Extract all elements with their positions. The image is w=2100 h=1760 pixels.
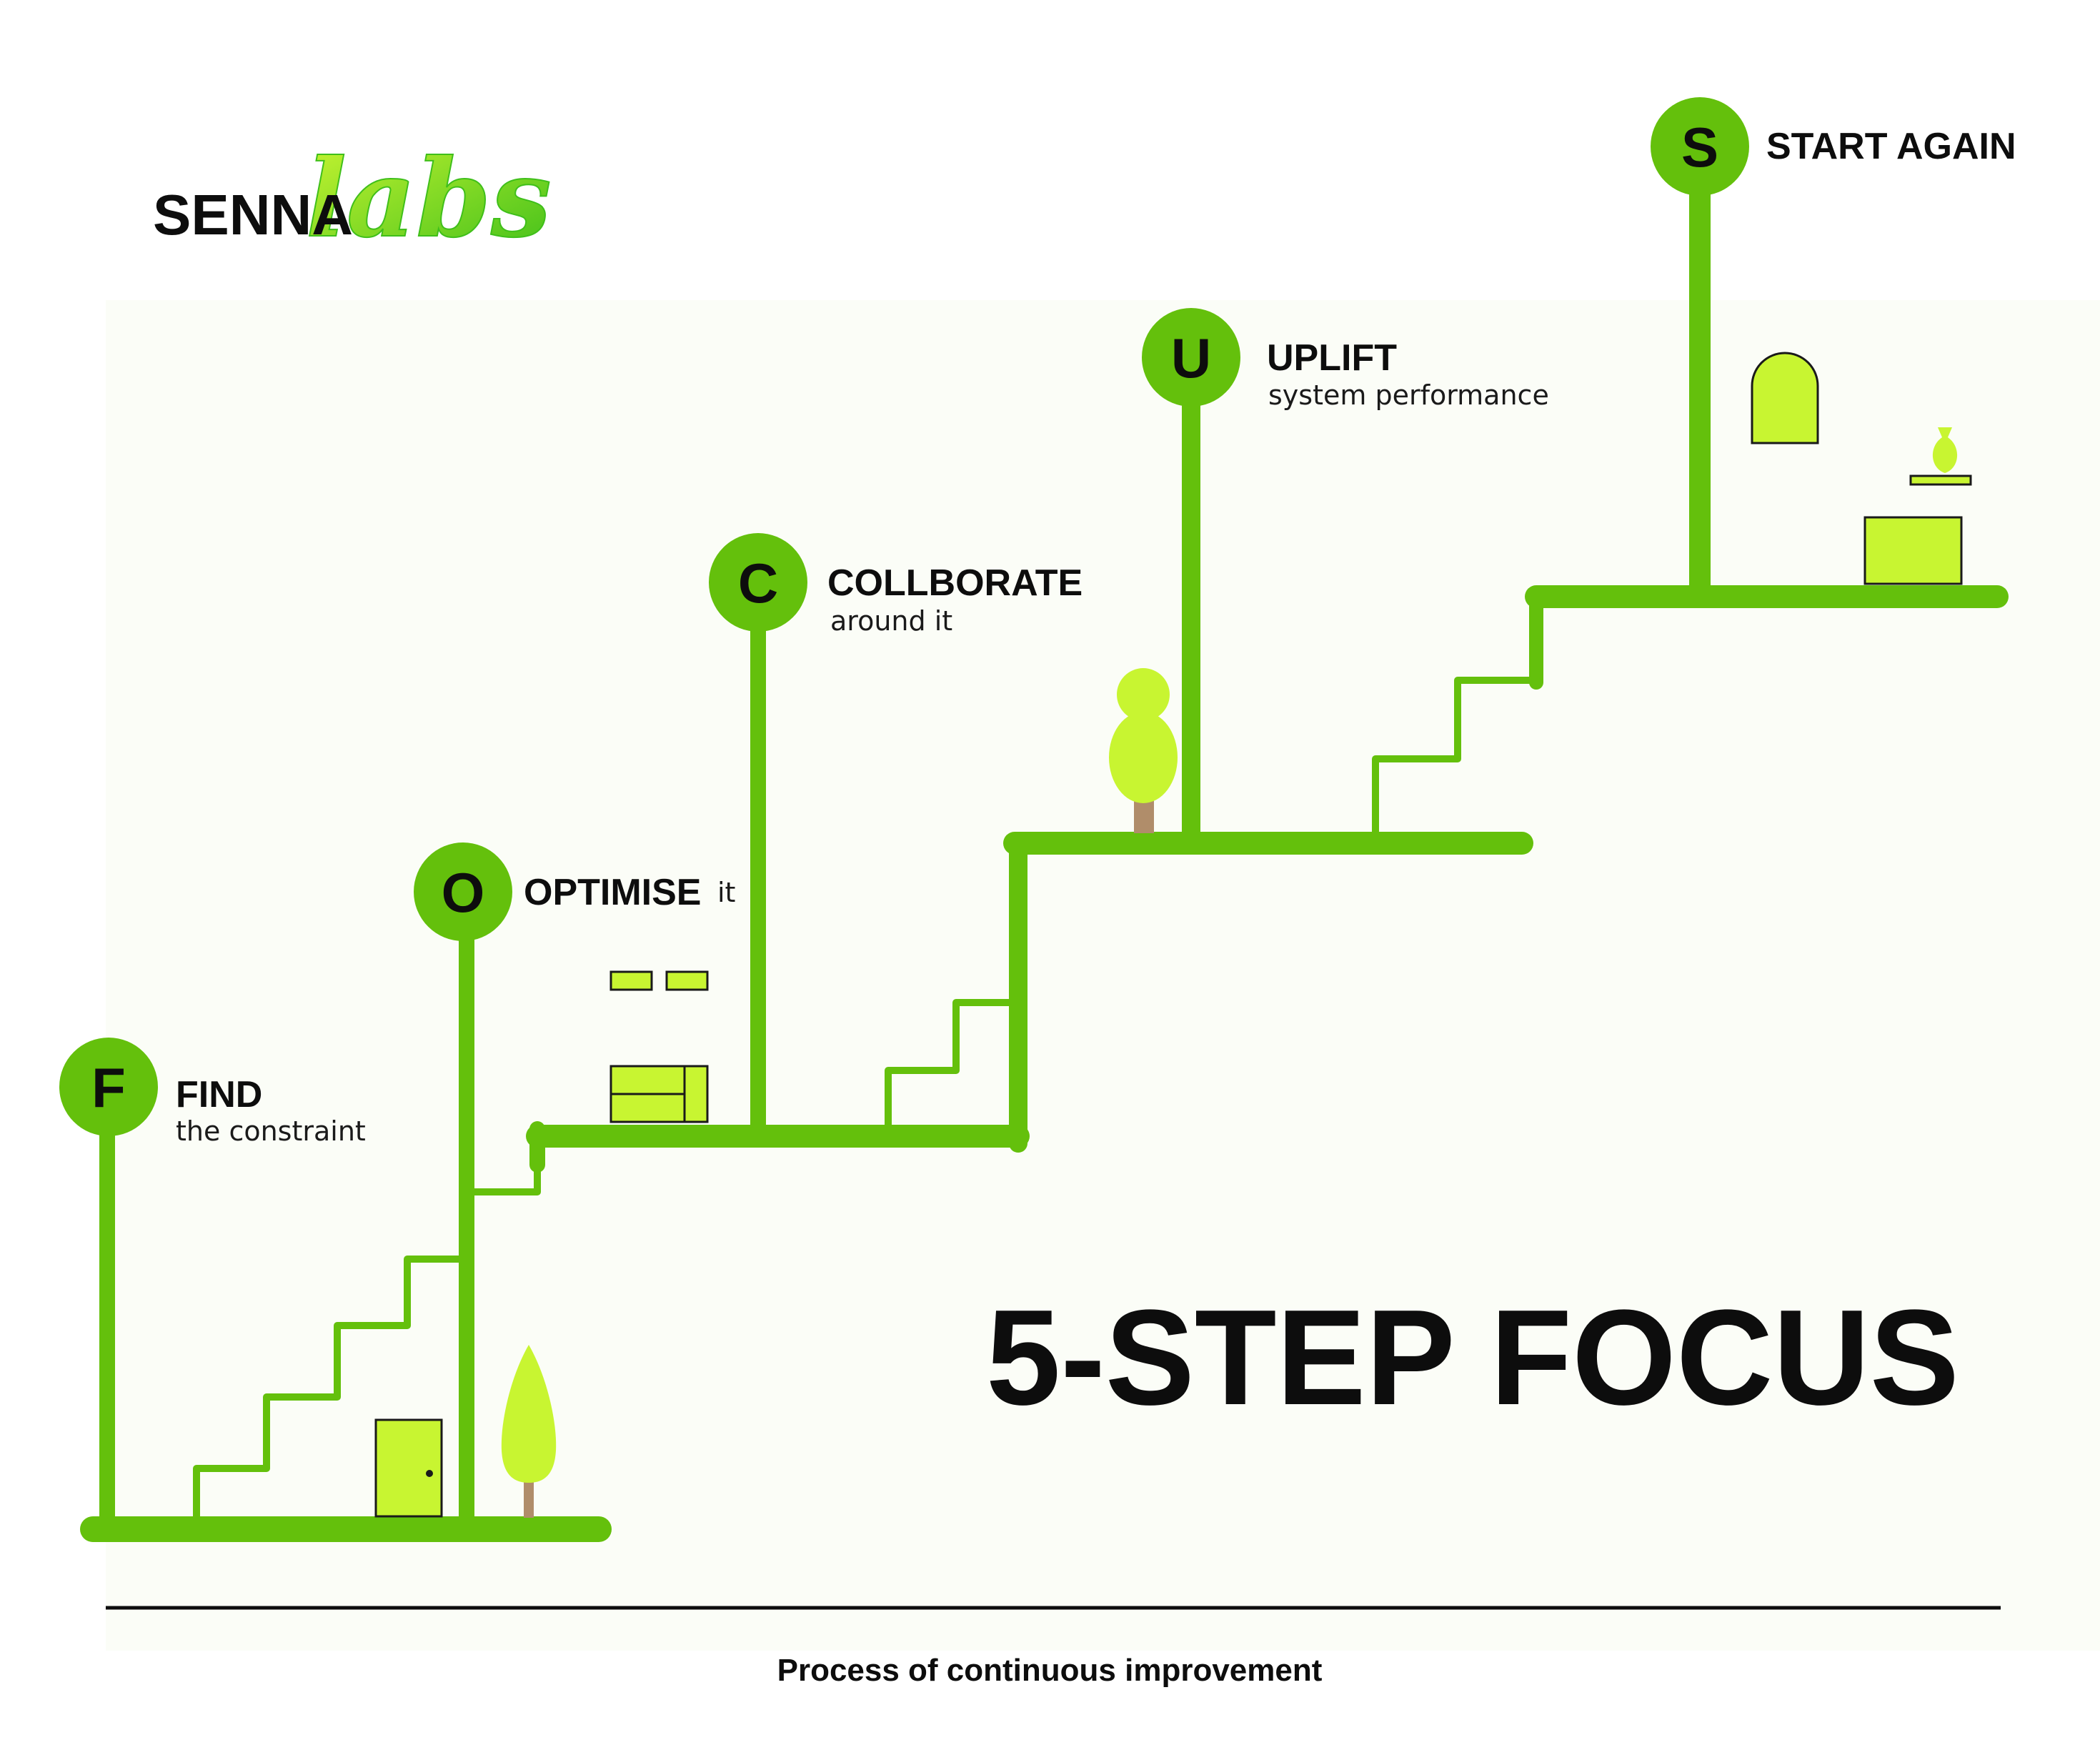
wall-block-left — [609, 970, 653, 991]
step-start-again-circle — [1651, 97, 1749, 196]
step-find: F FIND the constraint — [59, 1038, 366, 1529]
step-optimise: O OPTIMISE it — [414, 842, 735, 1526]
step-collborate: C COLLBORATE around it — [709, 533, 1083, 1133]
step-optimise-letter: O — [442, 861, 485, 924]
step-collborate-subtitle: around it — [830, 605, 952, 637]
round-tree-lower-crown — [1109, 712, 1178, 803]
wall-block-right — [665, 970, 709, 991]
cabinet — [609, 1065, 709, 1123]
step-start-again-title: START AGAIN — [1766, 126, 2016, 167]
step-uplift-circle — [1142, 308, 1240, 407]
small-steps-flight-1 — [193, 1161, 541, 1522]
vase — [1932, 427, 1958, 473]
arched-window — [1751, 352, 1819, 444]
shelf — [1909, 474, 1972, 486]
brand-logo: labs SENNA — [153, 135, 552, 262]
vase-shelf — [1909, 427, 1972, 486]
step-uplift-subtitle: system performance — [1268, 379, 1549, 411]
step-optimise-title: OPTIMISE — [524, 872, 701, 913]
cypress-tree — [501, 1345, 557, 1518]
cypress-crown — [501, 1345, 557, 1483]
logo-main: SENNA — [153, 183, 353, 247]
footer-caption: Process of continuous improvement — [777, 1653, 1323, 1688]
cypress-trunk — [524, 1478, 534, 1518]
door-knob — [426, 1470, 433, 1477]
step-uplift-title: UPLIFT — [1267, 337, 1397, 379]
step-find-circle — [59, 1038, 158, 1136]
staircase — [80, 585, 2009, 1542]
box — [1863, 516, 1963, 585]
round-tree — [1109, 668, 1178, 833]
door — [374, 1418, 443, 1518]
step-uplift: U UPLIFT system performance — [1142, 308, 1549, 837]
step-uplift-letter: U — [1171, 327, 1211, 389]
headline: 5-STEP FOCUS — [986, 1282, 1959, 1433]
door-frame — [374, 1418, 443, 1518]
step-optimise-circle — [414, 842, 512, 941]
step-find-title: FIND — [176, 1074, 262, 1115]
step-collborate-letter: C — [738, 552, 778, 615]
round-tree-upper-crown — [1117, 668, 1170, 721]
step-start-again: S START AGAIN — [1651, 97, 2016, 593]
small-steps-flight-3 — [1372, 677, 1540, 836]
logo-script: labs — [306, 136, 552, 262]
step-collborate-title: COLLBORATE — [827, 562, 1083, 604]
step-find-subtitle: the constraint — [176, 1115, 366, 1147]
small-steps-flight-2 — [885, 999, 1022, 1129]
step-optimise-subtitle: it — [717, 877, 735, 908]
step-collborate-circle — [709, 533, 807, 632]
step-start-again-letter: S — [1681, 116, 1718, 179]
step-find-letter: F — [91, 1056, 126, 1119]
